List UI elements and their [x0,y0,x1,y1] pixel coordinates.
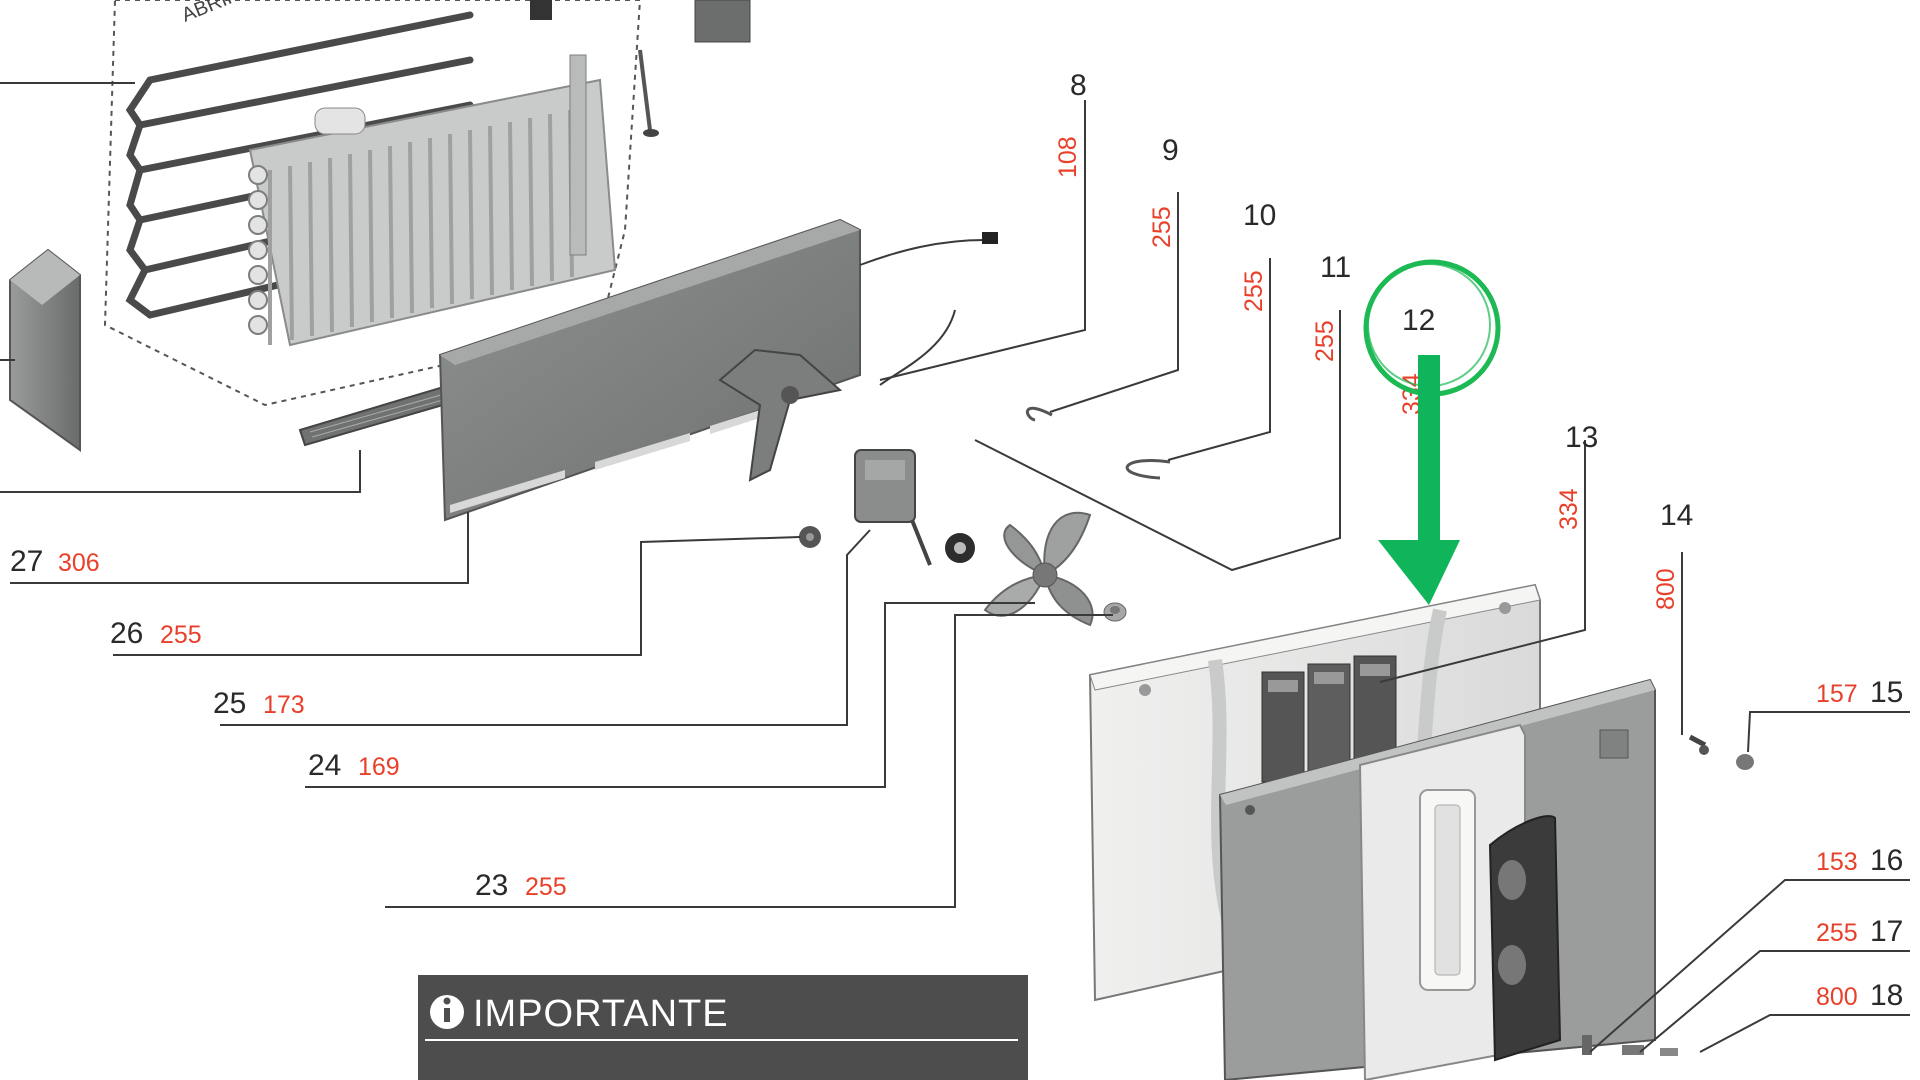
cable-tie-10 [1125,459,1171,480]
callout-24: 24 169 [308,749,400,782]
part-code-9: 255 [1148,206,1176,248]
part-number-23: 23 [475,869,508,902]
part-code-17: 255 [1816,919,1858,947]
leader-9 [1049,192,1179,413]
screw-top [638,49,659,137]
cap-15 [1736,754,1754,770]
leader-25 [220,529,871,726]
part-code-24: 169 [358,753,400,781]
highlight-marker [1363,259,1501,605]
part-number-14: 14 [1660,499,1693,532]
part-code-14: 800 [1652,568,1680,610]
evaporator-dashed-outline [103,0,642,407]
screw-14 [1688,734,1709,755]
evaporator-label: ABRIR [179,0,244,27]
part-number-18: 18 [1870,979,1903,1012]
evaporator-group: ABRIR [103,0,751,407]
evaporator-cover-panel [438,218,861,522]
part-number-16: 16 [1870,844,1903,877]
important-notice: IMPORTANTE [418,975,1028,1080]
evaporator-coil [248,54,617,347]
callout-10: 10 255 [1240,199,1276,312]
leader-drain [0,450,361,493]
wire-harness [859,239,986,266]
fan-motor [854,449,932,566]
callout-16: 153 16 [1816,844,1903,877]
callout-9: 9 255 [1148,134,1179,248]
part-number-24: 24 [308,749,341,782]
callout-13: 13 334 [1555,421,1598,530]
side-box-top [10,250,80,305]
leader-15 [1747,711,1910,753]
sensor-cap [530,0,552,20]
drain-tray [298,383,462,447]
spacer-23 [1103,602,1127,622]
part-number-15: 15 [1870,676,1903,709]
leader-23 [385,614,1113,908]
fan-blade [983,511,1094,627]
callout-25: 25 173 [213,687,305,720]
highlight-arrow [1378,355,1460,605]
part-number-9: 9 [1162,134,1179,167]
callout-26: 26 255 [110,617,202,650]
leader-10 [1167,258,1271,461]
leader-27 [10,512,469,584]
part-number-25: 25 [213,687,246,720]
part-number-17: 17 [1870,915,1903,948]
leader-17 [1639,950,1910,1053]
control-module-top [694,0,751,43]
part-number-26: 26 [110,617,143,650]
part-number-12: 12 [1402,304,1435,337]
part-code-15: 157 [1816,680,1858,708]
info-icon [430,995,464,1029]
leader-24 [305,602,1035,788]
leader-16 [1589,879,1910,1053]
defrost-heater [125,11,474,319]
leader-26 [113,536,801,656]
leader-8 [879,100,1086,381]
notice-title: IMPORTANTE [473,993,729,1035]
part-code-18: 800 [1816,983,1858,1011]
relay-block [1261,655,1397,783]
callout-15: 157 15 [1816,676,1903,709]
rubber-ring-24 [945,533,975,563]
part-code-16: 153 [1816,848,1858,876]
part-code-10: 255 [1240,270,1268,312]
fan-motor-bracket [718,348,843,482]
part-code-23: 255 [525,873,567,901]
part-code-8: 108 [1054,136,1082,178]
leader-11 [974,310,1341,572]
small-parts-16-18 [1582,1035,1678,1056]
part-number-27: 27 [10,545,43,578]
part-number-8: 8 [1070,69,1087,102]
callout-27: 27 306 [10,545,100,578]
leader-lines [0,82,1910,1053]
part-code-25: 173 [263,691,305,719]
part-code-26: 255 [160,621,202,649]
callout-17: 255 17 [1816,915,1903,948]
leader-18 [1699,1014,1910,1053]
callout-14: 14 800 [1652,499,1693,610]
callout-11: 11 255 [1311,251,1351,362]
part-code-11: 255 [1311,320,1339,362]
callout-18: 800 18 [1816,979,1903,1012]
grommet-25 [799,526,821,548]
wire-connector [982,232,998,244]
part-number-13: 13 [1565,421,1598,454]
part-code-13: 334 [1555,488,1583,530]
part-number-11: 11 [1320,251,1351,284]
part-code-27: 306 [58,549,100,577]
callout-23: 23 255 [475,869,567,902]
front-cover [1358,723,1526,1080]
callout-8: 8 108 [1054,69,1087,178]
part-number-10: 10 [1243,199,1276,232]
drain-tray-grille [309,390,458,438]
notice-background [418,975,1028,1080]
fan-wire [879,309,956,386]
sensor-bracket [1488,815,1562,1062]
clip-9 [1025,406,1053,422]
leader-13 [1379,440,1586,683]
